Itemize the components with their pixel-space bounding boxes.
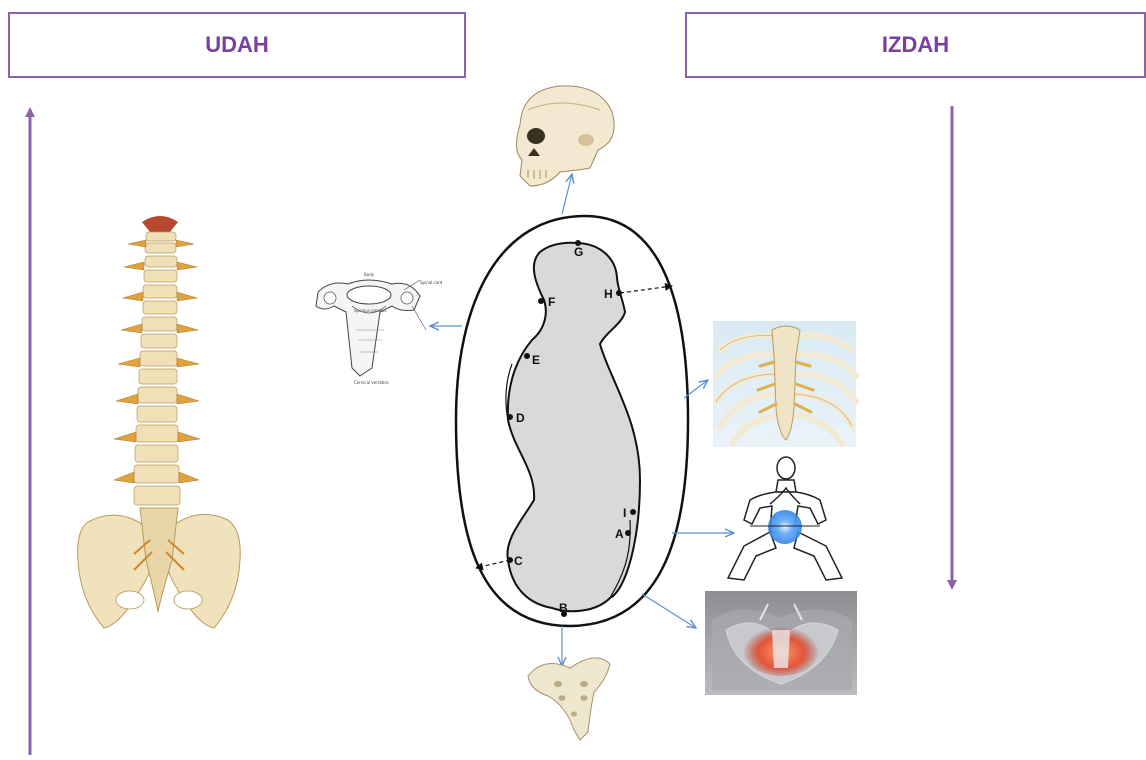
vertebra-label-cord: Spinal cord bbox=[420, 280, 443, 285]
point-d: D bbox=[516, 411, 525, 425]
ribcage-image bbox=[713, 321, 856, 447]
point-g: G bbox=[574, 245, 583, 259]
point-h: H bbox=[604, 287, 613, 301]
sacrum-image bbox=[528, 658, 610, 740]
vertebra-label-name: Cervical vertebra bbox=[354, 380, 389, 385]
point-b: B bbox=[559, 601, 568, 615]
skull-image bbox=[516, 86, 614, 186]
point-f: F bbox=[548, 295, 555, 309]
body-posture-diagram: G H F E D I A C B bbox=[456, 216, 688, 626]
point-c: C bbox=[514, 554, 523, 568]
point-i: I bbox=[623, 506, 626, 520]
pelvic-floor-image bbox=[705, 591, 857, 695]
vertebra-label-body: Body bbox=[364, 272, 375, 277]
vertebra-image: Body Spinal cord Spinous process Cervica… bbox=[316, 272, 443, 385]
meditation-figure-image bbox=[728, 457, 842, 580]
point-e: E bbox=[532, 353, 540, 367]
spine-image bbox=[78, 216, 241, 628]
vertebra-label-process: Spinous process bbox=[354, 308, 386, 313]
point-a: A bbox=[615, 527, 624, 541]
